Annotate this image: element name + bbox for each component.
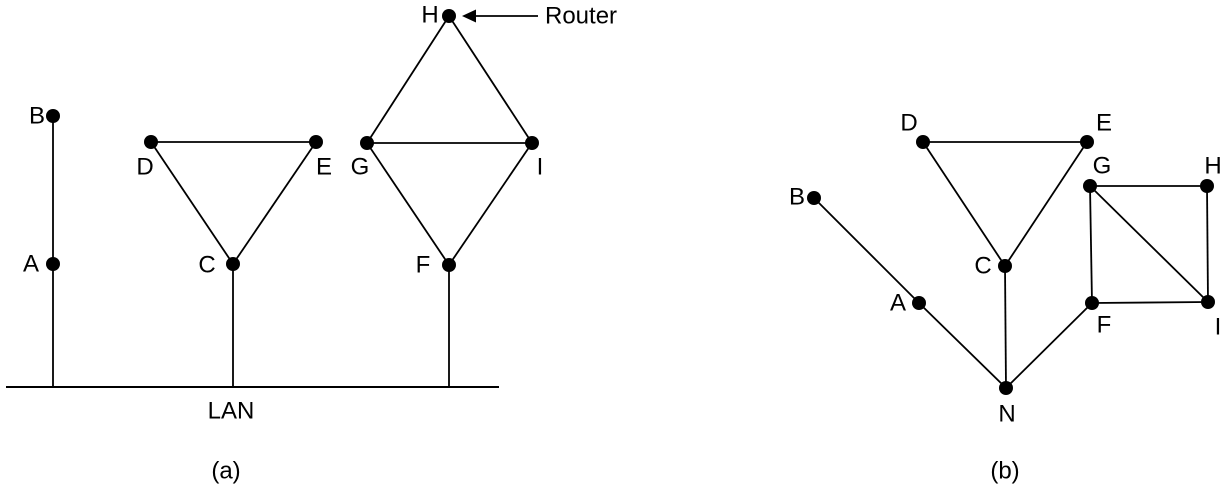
b-node-I [1201, 295, 1215, 309]
b-node-label-D: D [900, 110, 917, 137]
b-node-label-I: I [1215, 314, 1222, 341]
a-router-label: Router [545, 3, 617, 30]
panel-b-graph-view: B A D E C G H F I N (b) [789, 110, 1222, 485]
a-node-label-D: D [136, 154, 153, 181]
b-node-D [916, 135, 930, 149]
a-edge-H-I [448, 15, 533, 144]
b-edge-B-A [813, 197, 920, 304]
b-edge-F-N [1005, 302, 1093, 389]
a-node-C [226, 257, 240, 271]
b-edge-E-C [1004, 141, 1088, 267]
a-edge-G-H [366, 15, 450, 144]
a-node-E [309, 135, 323, 149]
a-node-label-C: C [198, 252, 215, 279]
b-node-label-E: E [1096, 110, 1112, 137]
b-node-label-H: H [1204, 153, 1221, 180]
a-node-G [360, 136, 374, 150]
a-edge-E-C [232, 141, 317, 265]
b-edge-F-I [1091, 301, 1209, 304]
b-node-label-A: A [890, 290, 906, 317]
b-node-N [999, 381, 1013, 395]
a-caption: (a) [211, 458, 240, 485]
b-node-E [1080, 135, 1094, 149]
b-node-B [807, 191, 821, 205]
a-router-arrow-head-icon [462, 9, 476, 23]
a-edge-I-F [448, 142, 533, 266]
a-node-label-A: A [23, 251, 39, 278]
b-node-H [1200, 179, 1214, 193]
a-edge-D-C [150, 141, 234, 265]
a-node-label-G: G [351, 154, 370, 181]
a-edge-G-F [366, 142, 450, 266]
b-edge-D-C [922, 141, 1006, 267]
b-node-label-C: C [974, 253, 991, 280]
a-node-label-H: H [421, 2, 438, 29]
b-node-label-B: B [789, 184, 805, 211]
b-edge-H-I [1206, 185, 1209, 303]
a-node-H [442, 9, 456, 23]
a-node-label-F: F [416, 252, 431, 279]
a-lan-label: LAN [208, 398, 255, 425]
b-edge-G-F [1089, 185, 1093, 304]
a-node-I [525, 136, 539, 150]
b-node-C [998, 259, 1012, 273]
b-node-G [1083, 179, 1097, 193]
a-node-label-I: I [537, 154, 544, 181]
b-node-label-N: N [998, 401, 1015, 428]
b-edge-A-N [918, 302, 1007, 389]
b-node-A [912, 296, 926, 310]
a-node-D [144, 135, 158, 149]
b-edge-C-N [1004, 265, 1007, 389]
b-node-F [1085, 296, 1099, 310]
a-node-B [46, 109, 60, 123]
b-caption: (b) [990, 458, 1019, 485]
a-node-label-E: E [316, 154, 332, 181]
a-node-F [442, 258, 456, 272]
b-node-label-F: F [1097, 312, 1112, 339]
b-edge-G-I [1089, 185, 1209, 303]
a-node-label-B: B [29, 103, 45, 130]
b-node-label-G: G [1093, 153, 1112, 180]
a-node-A [46, 257, 60, 271]
